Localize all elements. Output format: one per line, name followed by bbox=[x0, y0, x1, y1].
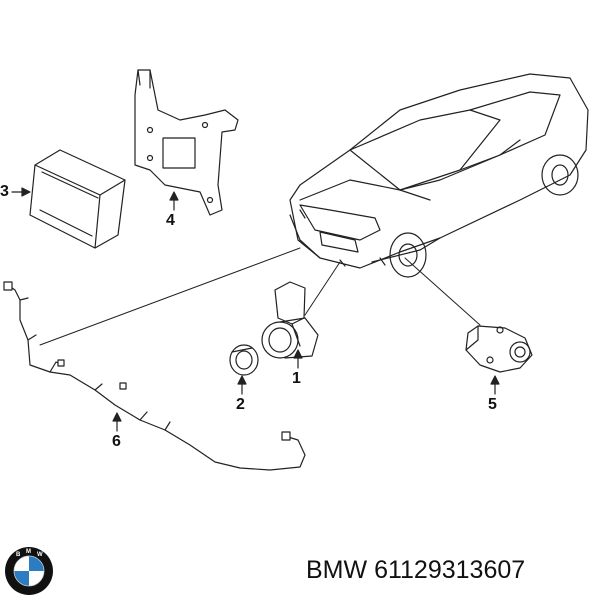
part-number: 61129313607 bbox=[374, 556, 526, 584]
bmw-logo-icon: B M W bbox=[5, 547, 53, 595]
callout-2: 2 bbox=[236, 396, 245, 413]
callout-3: 3 bbox=[0, 183, 9, 200]
svg-text:M: M bbox=[26, 549, 31, 555]
mounting-bracket bbox=[134, 69, 239, 216]
leader-lines bbox=[39, 247, 481, 346]
car-illustration bbox=[289, 73, 589, 278]
part-caption: BMW 61129313607 bbox=[306, 556, 525, 585]
brand-name: BMW bbox=[306, 556, 368, 584]
wiring-harness bbox=[3, 281, 306, 471]
callout-6: 6 bbox=[112, 433, 121, 450]
callout-1: 1 bbox=[292, 370, 301, 387]
parking-sensor bbox=[261, 281, 319, 359]
svg-text:B: B bbox=[16, 552, 21, 558]
control-unit bbox=[29, 149, 126, 249]
callout-4: 4 bbox=[166, 212, 175, 229]
side-sensor bbox=[465, 325, 533, 373]
svg-text:W: W bbox=[37, 552, 43, 558]
sensor-bezel bbox=[229, 344, 259, 376]
callout-arrows bbox=[11, 187, 500, 432]
callout-5: 5 bbox=[488, 396, 497, 413]
